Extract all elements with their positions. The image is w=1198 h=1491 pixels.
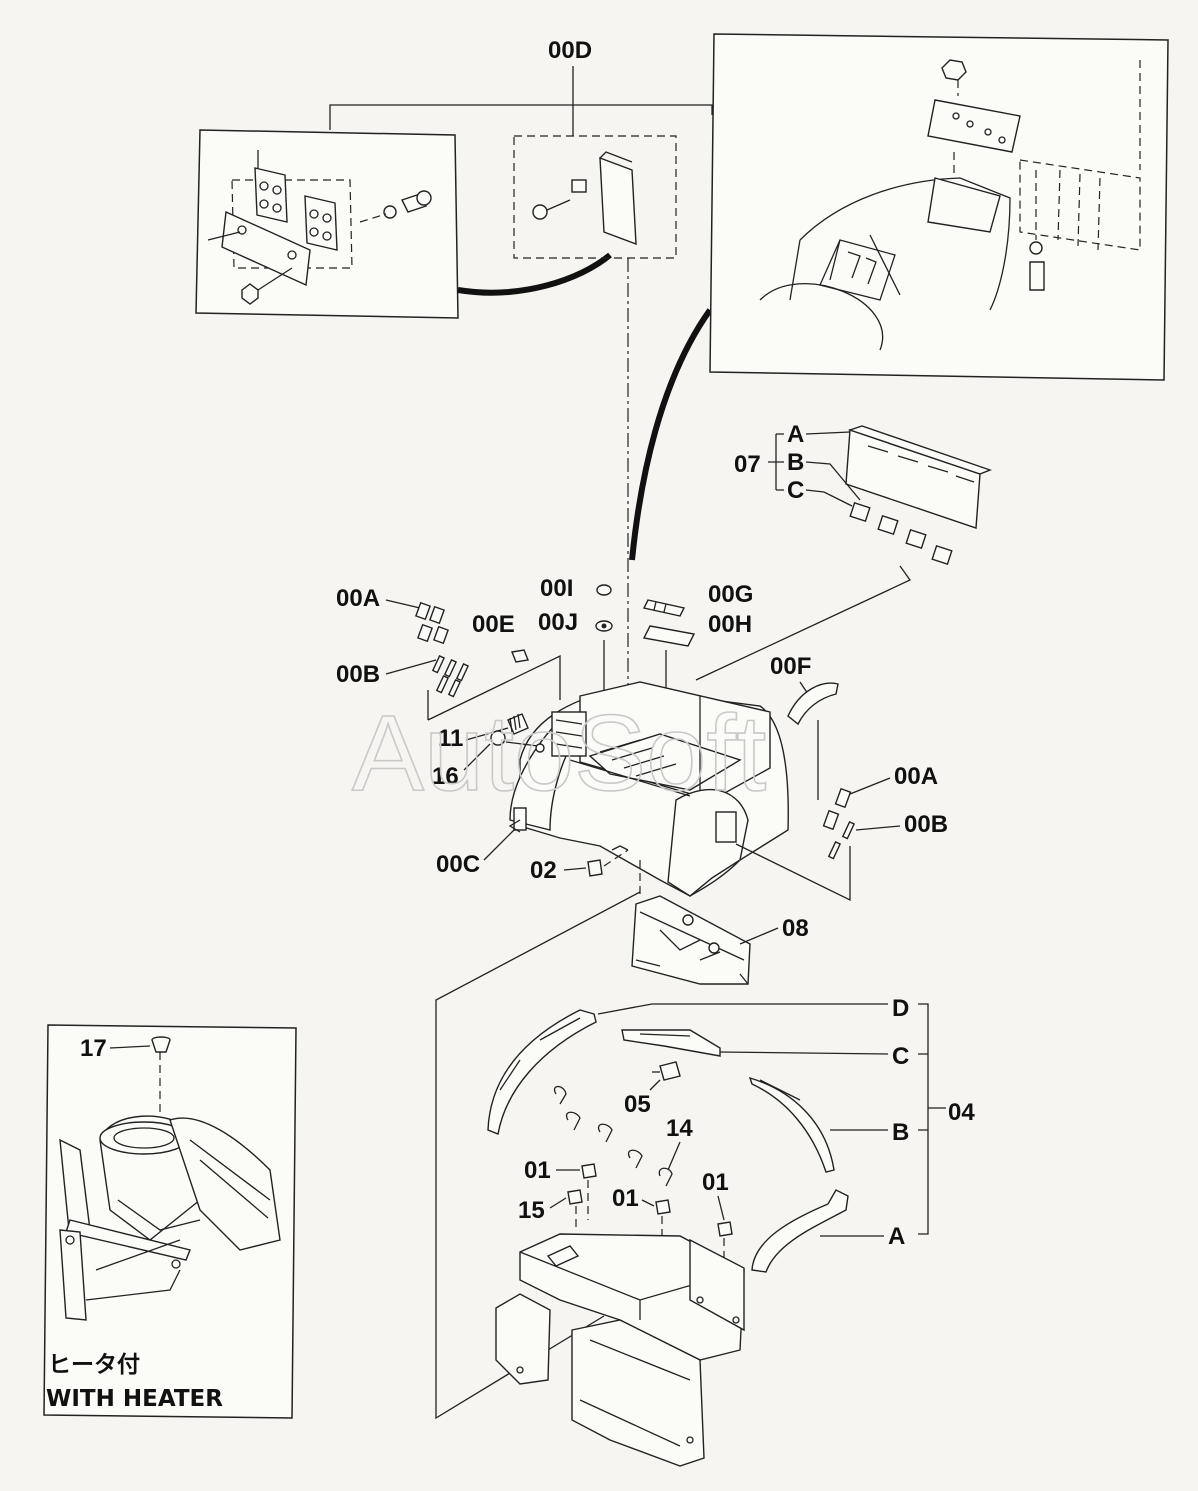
leader-00D-bracket <box>329 104 713 130</box>
callout-04B: B <box>892 1119 909 1146</box>
part-16-hole <box>535 743 545 753</box>
bracket-07 <box>768 433 784 491</box>
leader-01-c <box>717 1195 725 1221</box>
callout-00F: 00F <box>770 653 811 680</box>
leader-00C <box>483 829 515 861</box>
part-00E <box>511 649 529 663</box>
part-16 <box>490 730 506 746</box>
leader-07-to-console <box>695 565 911 681</box>
leader-05 <box>649 1079 661 1091</box>
callout-16: 16 <box>432 763 459 790</box>
callout-15: 15 <box>518 1197 545 1224</box>
callout-07A: A <box>787 421 804 448</box>
callout-00D: 00D <box>548 37 592 64</box>
detail-00D-bracket <box>513 135 677 690</box>
callout-00I: 00I <box>540 575 573 602</box>
callout-08: 08 <box>782 915 809 942</box>
leaders-04 <box>597 1003 889 1237</box>
callout-05: 05 <box>624 1091 651 1118</box>
heater-label-en: WITH HEATER <box>46 1386 223 1412</box>
callout-00H: 00H <box>708 611 752 638</box>
leader-16 <box>463 741 539 771</box>
part-04B-trim <box>748 1076 835 1173</box>
leader-00B-left <box>385 659 437 675</box>
callout-00B-left: 00B <box>336 661 380 688</box>
leader-00AB-right-bracket <box>735 843 851 902</box>
part-11-thread <box>509 713 521 733</box>
parts-00A-clips-left <box>415 601 449 645</box>
bracket-04 <box>918 1003 946 1235</box>
part-00A-right <box>834 787 852 809</box>
leader-08 <box>739 927 779 945</box>
part-07-switch-panel <box>845 425 993 566</box>
parts-cable-ties <box>553 1085 673 1187</box>
part-00C-console-body <box>508 681 789 897</box>
watermark: AutoSoft <box>352 692 766 813</box>
part-00B-right <box>841 820 856 840</box>
callout-02: 02 <box>530 857 557 884</box>
callout-07: 07 <box>734 451 761 478</box>
callout-01-c: 01 <box>702 1169 729 1196</box>
part-05 <box>659 1061 681 1081</box>
callout-00C: 00C <box>436 851 480 878</box>
part-00H <box>642 625 696 647</box>
callout-00J: 00J <box>538 609 578 636</box>
callout-04A: A <box>888 1223 905 1250</box>
heater-label-jp: ヒータ付 <box>48 1352 140 1378</box>
callout-04: 04 <box>948 1099 975 1126</box>
part-lower-frame <box>495 1233 745 1467</box>
leader-14 <box>667 1141 681 1171</box>
part-04C-trim <box>621 1029 721 1057</box>
detail-box-console-top <box>709 33 1169 381</box>
leaders-07 <box>805 431 861 507</box>
leader-curve-right <box>629 308 713 561</box>
callout-17: 17 <box>80 1035 107 1062</box>
part-08-bracket <box>631 895 751 985</box>
callout-01-b: 01 <box>612 1185 639 1212</box>
part-00G-detail <box>653 601 667 613</box>
leader-02-axis <box>603 849 629 867</box>
callout-00B-right: 00B <box>904 811 948 838</box>
part-00J-hole <box>601 623 607 629</box>
callout-04C: C <box>892 1043 909 1070</box>
parts-00B-clips-left <box>431 654 470 698</box>
callout-01-a: 01 <box>524 1157 551 1184</box>
leader-00A-left <box>385 599 421 609</box>
leader-01-b <box>641 1199 655 1207</box>
part-00I <box>596 584 612 596</box>
callout-04D: D <box>892 995 909 1022</box>
leader-00B-right <box>855 825 901 831</box>
part-00F <box>787 682 839 726</box>
callout-07B: B <box>787 449 804 476</box>
part-00G <box>642 599 686 617</box>
leader-00A-right <box>849 777 891 795</box>
leader-curve-left <box>457 252 612 296</box>
part-04A-trim <box>751 1189 849 1273</box>
detail-box-nut-plates <box>195 129 459 319</box>
part-00A-right-2 <box>822 809 840 831</box>
part-00B-right-2 <box>827 840 842 860</box>
leader-00A-00B-left-bracket <box>427 654 561 721</box>
part-04D-trim <box>487 1009 597 1135</box>
leader-02 <box>563 867 587 871</box>
leader-17 <box>109 1045 151 1049</box>
leader-15 <box>549 1197 567 1209</box>
callout-07C: C <box>787 477 804 504</box>
callout-00A-left: 00A <box>336 585 380 612</box>
part-02-bolt <box>587 859 603 877</box>
part-15-bolt <box>567 1189 583 1205</box>
leader-11 <box>465 727 509 741</box>
callout-11: 11 <box>438 725 463 752</box>
callout-00E: 00E <box>472 611 515 638</box>
detail-box-with-heater <box>43 1024 297 1419</box>
callout-00G: 00G <box>708 581 753 608</box>
callout-14: 14 <box>666 1115 693 1142</box>
callout-00A-right: 00A <box>894 763 938 790</box>
